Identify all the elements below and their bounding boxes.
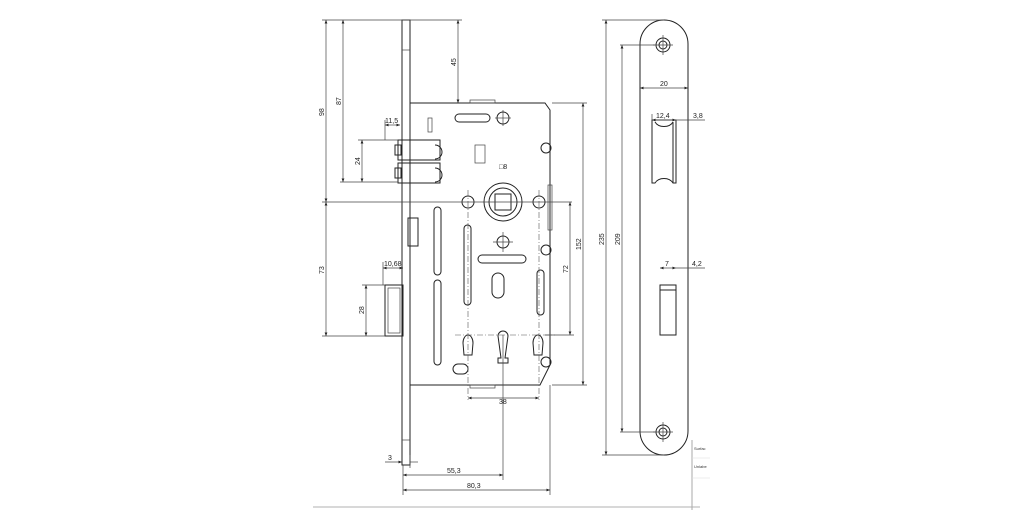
spindle-hub xyxy=(461,182,546,252)
dim-80-3: 80,3 xyxy=(467,483,481,490)
dim-72: 72 xyxy=(563,265,570,273)
dim-12-4: 12,4 xyxy=(656,113,670,120)
lock-dimension-labels: 98 87 45 11,5 24 □8 73 10,68 28 152 72 3… xyxy=(319,58,583,490)
strike-dimension-labels: 235 209 20 12,4 3,8 7 4,2 xyxy=(599,81,703,268)
dim-20: 20 xyxy=(660,81,668,88)
strike-dimension-lines xyxy=(602,19,705,456)
faceplate xyxy=(401,19,411,466)
dim-11-5: 11,5 xyxy=(385,118,398,125)
dim-38: 38 xyxy=(499,399,507,406)
screw-hole-bottom xyxy=(653,422,673,442)
dim-152: 152 xyxy=(576,238,583,250)
latch-opening xyxy=(651,119,677,184)
title-block-row-2: Unlabe xyxy=(694,464,707,469)
dim-4-2: 4,2 xyxy=(692,261,702,268)
title-block: Surfac Unlabe xyxy=(691,440,710,510)
dim-73: 73 xyxy=(319,266,326,274)
title-block-row-1: Surfac xyxy=(694,446,706,451)
latch xyxy=(394,117,486,184)
dim-spindle-square: □8 xyxy=(499,164,507,171)
deadbolt xyxy=(384,284,404,337)
screw-hole-top xyxy=(653,35,673,55)
dim-209: 209 xyxy=(615,233,622,245)
dim-3-8: 3,8 xyxy=(693,113,703,120)
bolt-opening xyxy=(659,284,677,336)
dim-3: 3 xyxy=(388,455,392,462)
lock-dimension-lines xyxy=(313,19,700,508)
dim-10-68: 10,68 xyxy=(384,261,402,268)
dim-235: 235 xyxy=(599,233,606,245)
dim-24: 24 xyxy=(355,157,362,165)
dim-55-3: 55,3 xyxy=(447,468,461,475)
dim-7: 7 xyxy=(665,261,669,268)
dim-28: 28 xyxy=(359,306,366,314)
dim-45: 45 xyxy=(451,58,458,66)
cylinder-keyhole xyxy=(497,330,509,364)
dim-98: 98 xyxy=(319,108,326,116)
dim-87: 87 xyxy=(336,97,343,105)
